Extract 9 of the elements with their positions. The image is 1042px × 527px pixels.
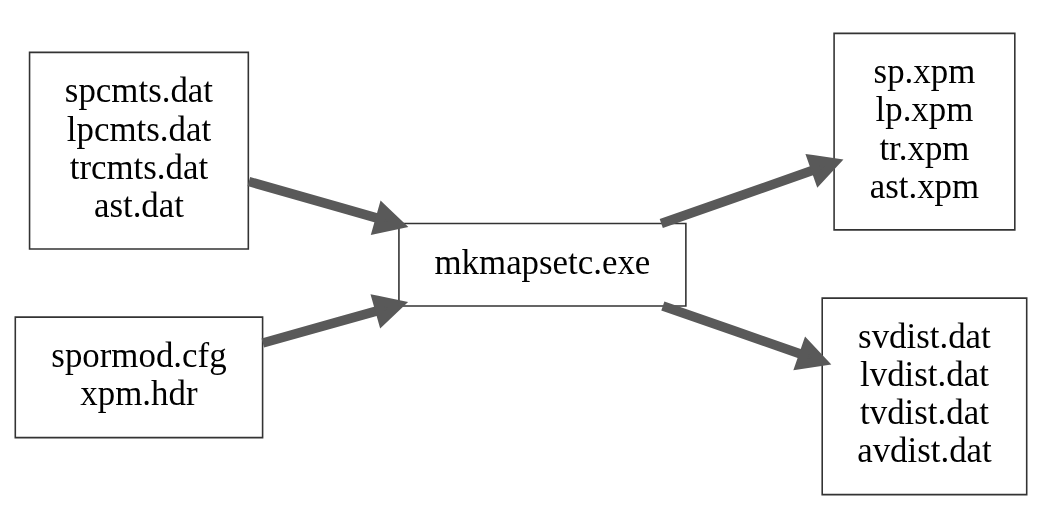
node-box: mkmapsetc.exe [398, 222, 687, 307]
arrow [261, 293, 409, 348]
node-box: sp.xpm lp.xpm tr.xpm ast.xpm [833, 32, 1016, 231]
node-box: spcmts.dat lpcmts.dat trcmts.dat ast.dat [28, 51, 250, 250]
arrow [659, 153, 844, 228]
arrow [661, 301, 832, 370]
arrow [247, 176, 409, 235]
node-box: svdist.dat lvdist.dat tvdist.dat avdist.dat [821, 296, 1028, 495]
node-box: spormod.cfg xpm.hdr [14, 315, 264, 438]
